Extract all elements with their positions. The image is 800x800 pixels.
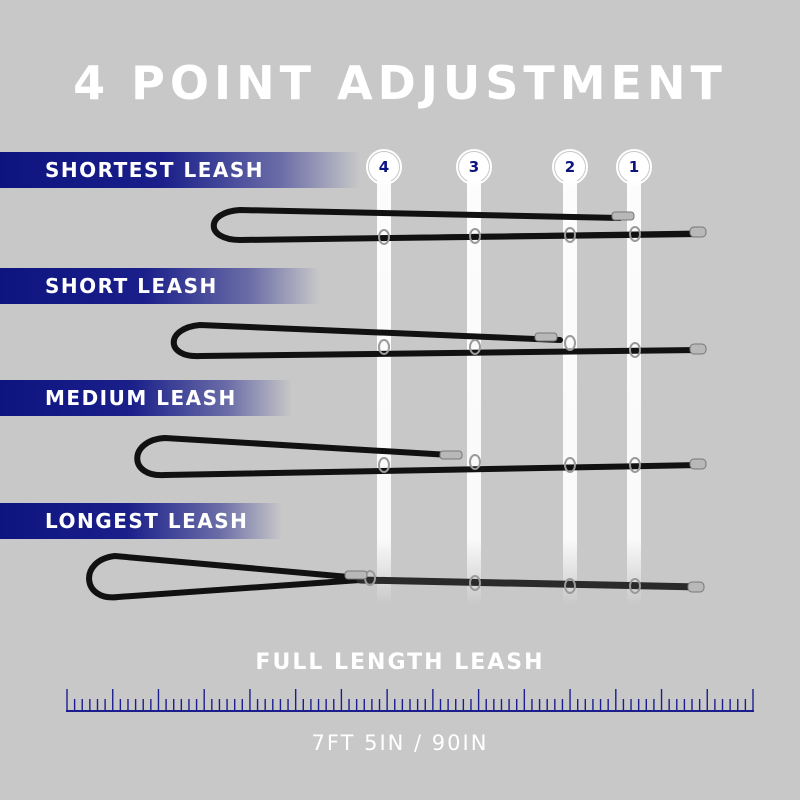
banner-label: SHORT LEASH — [45, 274, 218, 298]
point-marker-2: 2 — [552, 149, 588, 185]
ruler-icon — [66, 689, 754, 712]
point-marker-1: 1 — [616, 149, 652, 185]
banner-label: LONGEST LEASH — [45, 509, 249, 533]
full-length-label: FULL LENGTH LEASH — [255, 650, 545, 675]
banner-longest-leash: LONGEST LEASH — [0, 503, 282, 539]
total-length: 7FT 5IN / 90IN — [311, 731, 489, 755]
banner-medium-leash: MEDIUM LEASH — [0, 380, 292, 416]
banner-label: SHORTEST LEASH — [45, 158, 264, 182]
banner-shortest-leash: SHORTEST LEASH — [0, 152, 360, 188]
banner-short-leash: SHORT LEASH — [0, 268, 320, 304]
page-title: 4 POINT ADJUSTMENT — [73, 56, 727, 110]
adjustment-column-3 — [467, 175, 481, 605]
adjustment-column-2 — [563, 175, 577, 605]
adjustment-column-4 — [377, 175, 391, 605]
point-marker-4: 4 — [366, 149, 402, 185]
adjustment-column-1 — [627, 175, 641, 605]
banner-label: MEDIUM LEASH — [45, 386, 237, 410]
point-marker-3: 3 — [456, 149, 492, 185]
